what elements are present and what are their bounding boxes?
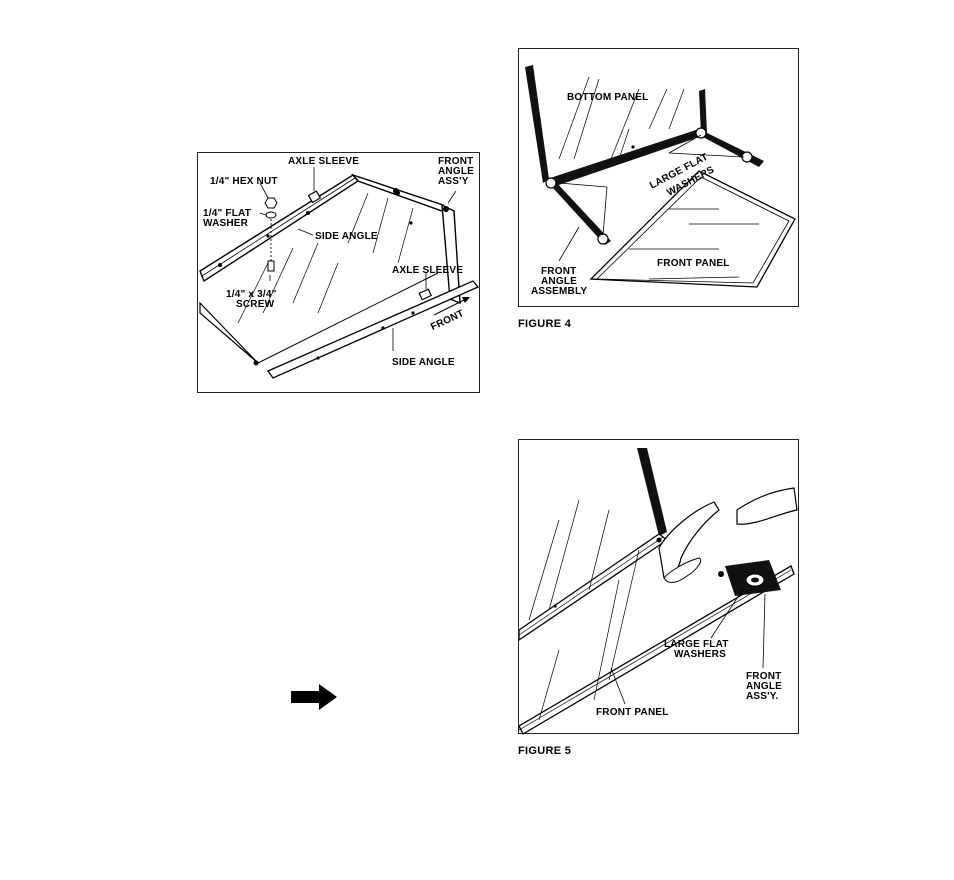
figure-3-panel: AXLE SLEEVE FRONT ANGLE ASS'Y 1/4" HEX N… [197, 152, 480, 393]
label-hex-nut: 1/4" HEX NUT [210, 177, 278, 187]
label-large-flat-washers-2: WASHERS [674, 650, 726, 660]
label-front-panel: FRONT PANEL [596, 708, 669, 718]
figure-5-caption: FIGURE 5 [518, 745, 571, 757]
label-bottom-panel: BOTTOM PANEL [567, 93, 648, 103]
figure-4-caption: FIGURE 4 [518, 318, 571, 330]
label-screw-2: SCREW [236, 300, 274, 310]
label-axle-sleeve-top: AXLE SLEEVE [288, 157, 359, 167]
figure-4-panel: BOTTOM PANEL LARGE FLAT WASHERS FRONT AN… [518, 48, 799, 307]
label-flat-washer-2: WASHER [203, 219, 248, 229]
label-front-angle-assembly-3: ASSEMBLY [531, 287, 587, 297]
label-axle-sleeve-right: AXLE SLEEVE [392, 266, 463, 276]
right-arrow-icon[interactable] [291, 684, 337, 710]
label-front-panel: FRONT PANEL [657, 259, 730, 269]
figure-5-panel: LARGE FLAT WASHERS FRONT ANGLE ASS'Y. FR… [518, 439, 799, 734]
label-side-angle-top: SIDE ANGLE [315, 232, 378, 242]
label-side-angle-bottom: SIDE ANGLE [392, 358, 455, 368]
label-front-angle-assy-3: ASS'Y [438, 177, 469, 187]
label-front-angle-assy-3: ASS'Y. [746, 692, 778, 702]
